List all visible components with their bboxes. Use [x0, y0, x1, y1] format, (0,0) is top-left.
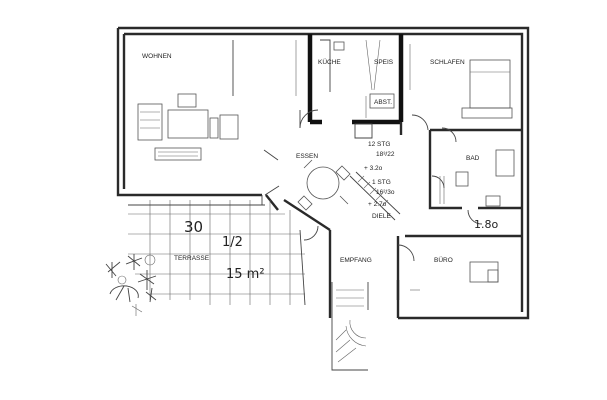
room-label-essen: ESSEN: [296, 153, 318, 160]
kitchen-walls: [307, 34, 404, 125]
door-swings: [263, 109, 483, 262]
room-label-kueche: KÜCHE: [318, 58, 341, 66]
room-label-schlafen: SCHLAFEN: [430, 59, 465, 66]
stair-mid-steps: 1 STG: [372, 179, 391, 186]
room-label-speis: SPEIS: [374, 59, 394, 66]
room-label-terrasse: TERRASSE: [174, 255, 210, 262]
dining-table: [297, 159, 351, 211]
stair-top-steps: 12 STG: [368, 141, 390, 148]
room-label-diele: DIELE: [372, 213, 391, 220]
bedroom-furniture: [409, 44, 513, 119]
terrace-paving: [128, 195, 306, 306]
living-furniture: [137, 40, 297, 161]
room-labels: WOHNEN KÜCHE SPEIS ABST. SCHLAFEN ESSEN …: [142, 53, 480, 264]
room-label-wohnen: WOHNEN: [142, 53, 172, 60]
terrace-area-number: 30: [184, 218, 203, 236]
room-label-empfang: EMPFANG: [340, 257, 372, 264]
stair-mid-dims: 16²/3o: [376, 189, 395, 196]
level-plus-32: + 3.2o: [364, 165, 383, 172]
plan-annotations: 12 STG 18³/22 + 3.2o 1 STG 16²/3o + 2.7o…: [184, 141, 498, 282]
bath-fixtures: [439, 149, 515, 207]
office-furniture: [410, 261, 499, 291]
terrace-area-unit: 15 m²: [226, 267, 265, 282]
staircases: [331, 123, 401, 371]
room-label-buero: BÜRO: [434, 256, 453, 264]
terrace-area-fraction: 1/2: [222, 235, 243, 250]
room-label-abst: ABST.: [374, 99, 392, 106]
outer-walls: [116, 26, 530, 320]
interior-walls: [265, 122, 522, 318]
stair-top-dims: 18³/22: [376, 151, 395, 158]
plant-symbols: [105, 254, 157, 316]
level-plus-27: + 2.7o: [368, 201, 387, 208]
room-label-bad: BAD: [466, 155, 480, 162]
bath-mark: 1.8o: [474, 218, 498, 231]
kitchen-furniture: [320, 39, 395, 118]
